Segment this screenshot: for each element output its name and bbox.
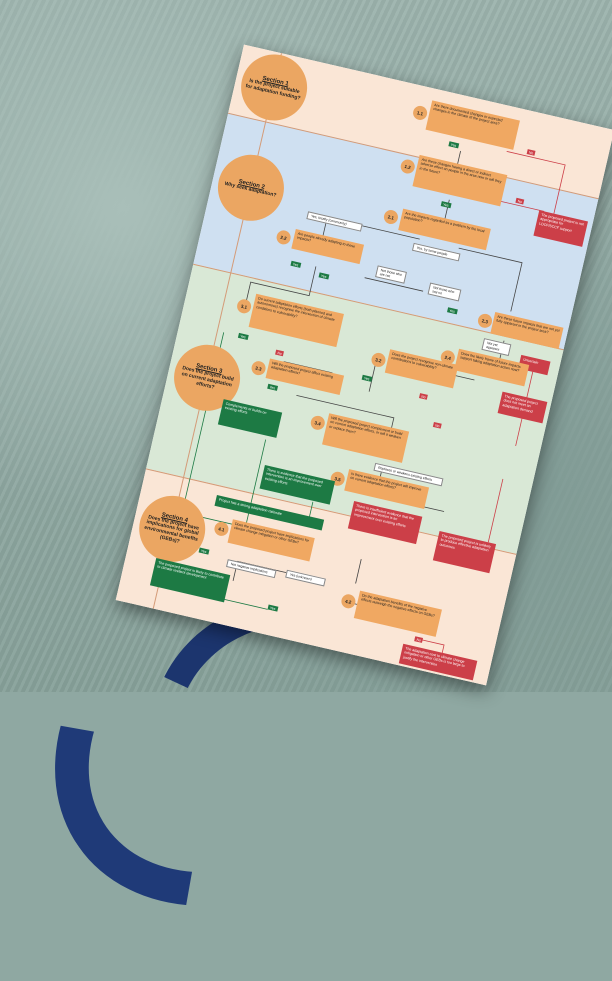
section-question: Does the project have implications for g… [143,513,200,545]
flowchart-poster: Section 1 Is the project suitable for ad… [115,44,612,686]
